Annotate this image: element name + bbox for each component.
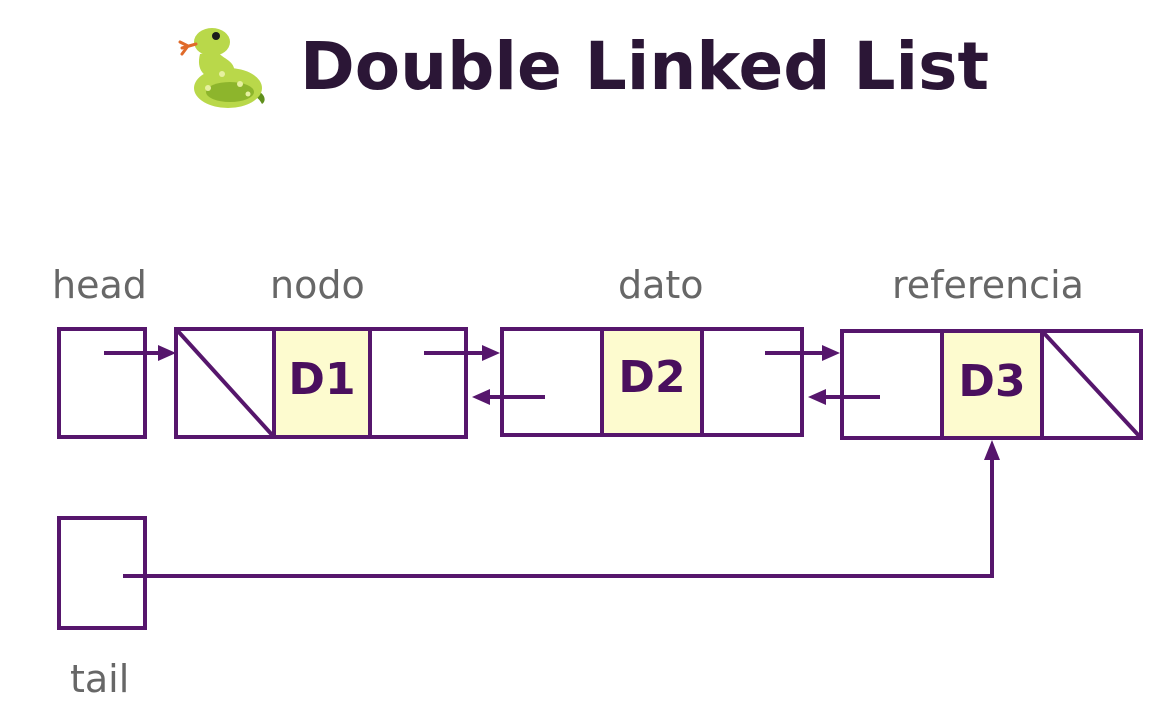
node-d2-prev-cell <box>500 327 604 437</box>
referencia-label: referencia <box>892 263 1084 307</box>
head-label: head <box>52 263 147 307</box>
node-d3-null-next-slash <box>1040 329 1143 440</box>
node-d3-value: D3 <box>958 356 1025 407</box>
snake-icon <box>178 28 265 108</box>
d2-prev-arrow <box>472 389 545 405</box>
dato-label: dato <box>618 263 704 307</box>
node-d3-prev-cell <box>840 329 944 440</box>
page-title: Double Linked List <box>300 27 990 105</box>
node-d2-value: D2 <box>618 352 685 403</box>
tail-pointer-box <box>57 516 147 630</box>
title-row: Double Linked List <box>178 18 989 114</box>
tail-label: tail <box>70 657 129 701</box>
node-d2-next-cell <box>700 327 804 437</box>
d1-next-arrow <box>424 345 500 361</box>
tail-arrow <box>123 440 1000 578</box>
d3-prev-arrow <box>808 389 880 405</box>
nodo-label: nodo <box>270 263 365 307</box>
head-arrow <box>104 345 176 361</box>
node-d3-data-cell <box>940 329 1044 440</box>
d2-next-arrow <box>765 345 840 361</box>
node-d1: D1 <box>174 327 468 439</box>
node-d1-null-prev-slash <box>174 327 276 439</box>
head-pointer-box <box>57 327 147 439</box>
node-d2-data-cell <box>600 327 704 437</box>
node-d1-data-cell <box>272 327 372 439</box>
node-d1-value: D1 <box>288 354 355 405</box>
node-d3: D3 <box>840 329 1143 440</box>
node-d2: D2 <box>500 327 804 437</box>
node-d1-next-cell <box>368 327 468 439</box>
